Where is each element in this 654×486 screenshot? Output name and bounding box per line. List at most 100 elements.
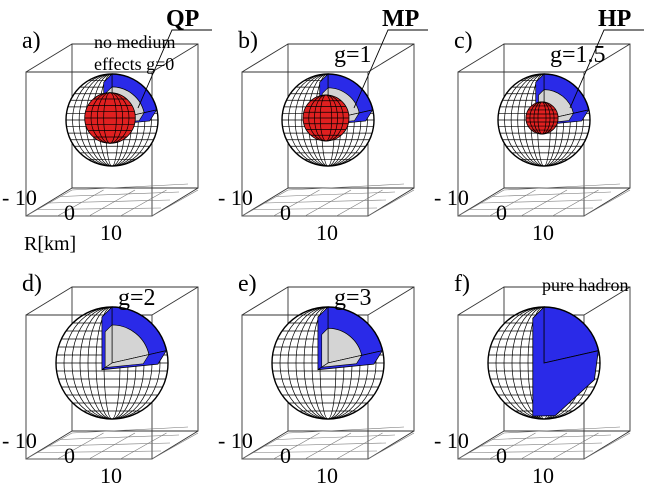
axis-tick-0: 0 [64,200,75,225]
floor-grid-line [253,207,378,210]
axis-tick-10: 10 [316,220,338,245]
axis-tick-minus10: - 10 [434,185,469,210]
floor-grid-line [480,199,603,204]
floor-grid-line [151,189,199,217]
hadron-cut-face [532,306,599,417]
floor-grid-line [503,426,621,434]
floor-grid-line [57,189,104,217]
sphere-outline [487,306,601,420]
floor-grid-line [71,426,189,434]
floor-grid [457,183,631,217]
label-text: g=3 [334,285,372,311]
floor-grid-line [120,189,167,217]
floor-grid-line [304,432,352,460]
floor-grid-line [276,434,396,440]
floor-grid-line [60,191,180,197]
core-grid-line [308,94,344,142]
label-text: g=1 [334,42,372,68]
sphere-outline [281,73,375,167]
axis-tick-0: 0 [496,200,507,225]
floor-grid-line [37,207,162,210]
floor-grid-line [88,432,136,460]
star-sphere [55,306,169,420]
panel-tag: b) [238,28,258,54]
floor-grid-line [25,189,73,217]
floor-grid-line [264,199,387,204]
quark-core [84,92,136,144]
axis-tick-0: 0 [280,443,291,468]
axis-tick-10: 10 [100,220,122,245]
mixed-phase-region [327,327,363,364]
axis-tick-0: 0 [280,200,291,225]
box-edges [25,286,199,460]
panel-tag: a) [22,28,41,54]
panel-b: - 10 0 10 b) MP g=1 [218,6,428,245]
floor-grid-line [480,442,603,447]
floor-grid-line [25,432,73,460]
floor-grid-line [503,183,621,191]
floor-grid-line [583,432,631,460]
floor-grid-line [88,189,136,217]
box-edges [241,43,415,217]
floor-grid-line [469,450,594,453]
r-axis: - 10 0 10 [434,428,554,486]
floor-grid-line [264,442,387,447]
floor-grid-line [287,426,405,434]
floor-grid-line [48,442,171,447]
floor-grid-line [367,432,415,460]
floor-grid [25,426,199,460]
cut-face-left-mixed [321,327,329,368]
floor-grid-line [37,450,162,453]
axis-tick-10: 10 [532,463,554,486]
axis-tick-10: 10 [316,463,338,486]
label-text: g=2 [118,285,156,311]
cut-face-left-mixed [104,324,113,369]
floor-grid [457,426,631,460]
axis-tick-minus10: - 10 [218,185,253,210]
core-grid-line [529,101,555,135]
axis-tick-minus10: - 10 [434,428,469,453]
floor-grid-line [151,432,199,460]
sphere-outline [497,73,591,167]
floor-grid-line [552,432,599,460]
axis-tick-10: 10 [532,220,554,245]
star-sphere [65,73,159,167]
floor-grid-line [241,189,289,217]
floor-grid-line [457,432,505,460]
panel-tag: e) [238,271,257,297]
model-name: MP [382,6,419,32]
axis-tick-0: 0 [64,443,75,468]
floor-grid-line [489,189,536,217]
floor-grid [241,183,415,217]
axis-tick-minus10: - 10 [2,428,37,453]
sphere-outline [55,306,169,420]
annotation: g=2 [118,285,156,311]
floor-grid-line [520,189,568,217]
star-sphere [271,306,385,420]
model-name: HP [598,6,631,32]
star-sphere [281,73,375,167]
panel-tag: f) [454,271,470,297]
label-text: g=1.5 [550,42,606,68]
floor-grid-line [469,207,594,210]
axis-tick-0: 0 [496,443,507,468]
box-edges [25,43,199,217]
leader-line [353,29,428,109]
floor-grid-line [583,189,631,217]
r-axis: - 10 0 10 [218,185,338,245]
floor-grid-line [336,432,383,460]
box-edges [241,286,415,460]
floor-grid-line [304,189,352,217]
floor-grid [241,426,415,460]
panel-tag: c) [454,28,473,54]
sphere-outline [271,306,385,420]
floor-grid-line [367,189,415,217]
annotation: g=1 [334,42,372,68]
annotation: g=3 [334,285,372,311]
